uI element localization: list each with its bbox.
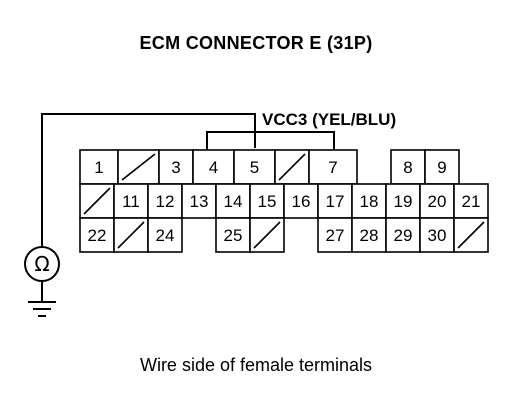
diagram-caption: Wire side of female terminals: [139, 355, 373, 375]
pin-cell-11: [113, 183, 149, 219]
pin-cell-28: [351, 217, 387, 253]
pin-cell-22: [79, 217, 115, 253]
pin-number-12: 12: [156, 192, 175, 211]
pin-number-18: 18: [360, 192, 379, 211]
pin-number-21: 21: [462, 192, 481, 211]
pin-number-17: 17: [326, 192, 345, 211]
pin-cell-7: [308, 149, 358, 185]
pin-number-13: 13: [190, 192, 209, 211]
connector-lock-tab: [206, 131, 335, 150]
pin-number-11: 11: [122, 192, 140, 211]
pin-number-19: 19: [394, 192, 413, 211]
ohm-symbol: Ω: [34, 252, 49, 276]
pin-cell-15: [249, 183, 285, 219]
pin-cell-24: [147, 217, 183, 253]
pin-number-9: 9: [437, 158, 446, 177]
pin-number-4: 4: [209, 158, 218, 177]
pin-number-27: 27: [326, 226, 345, 245]
pin-cell-17: [317, 183, 353, 219]
pin-number-25: 25: [224, 226, 243, 245]
pin-number-15: 15: [258, 192, 277, 211]
pin-cell-16: [283, 183, 319, 219]
pin-number-7: 7: [328, 158, 337, 177]
pin-cell-13: [181, 183, 217, 219]
probe-label: VCC3 (YEL/BLU): [262, 110, 396, 129]
pin-number-20: 20: [428, 192, 447, 211]
pin-cell-12: [147, 183, 183, 219]
pin-number-22: 22: [88, 226, 107, 245]
blank-pin-slash: [83, 187, 111, 215]
blank-pin-slash: [253, 221, 281, 249]
blank-pin-slash: [117, 221, 145, 249]
pin-number-16: 16: [292, 192, 311, 211]
blank-pin-slash: [121, 153, 156, 181]
pin-number-5: 5: [250, 158, 259, 177]
diagram-title: ECM CONNECTOR E (31P): [139, 33, 373, 53]
pin-cell-1: [79, 149, 119, 185]
blank-pin-slash: [457, 221, 485, 249]
pin-cell-19: [385, 183, 421, 219]
pin-number-28: 28: [360, 226, 379, 245]
pin-number-3: 3: [171, 158, 180, 177]
ohmmeter-circle: [24, 246, 60, 282]
pin-number-29: 29: [394, 226, 413, 245]
pin-number-1: 1: [94, 158, 103, 177]
pin-number-14: 14: [224, 192, 243, 211]
blank-pin-slash: [278, 153, 306, 181]
pin-cell-9: [424, 149, 460, 185]
pin-cell-21: [453, 183, 489, 219]
pin-number-8: 8: [403, 158, 412, 177]
pin-number-30: 30: [428, 226, 447, 245]
pin-number-24: 24: [156, 226, 175, 245]
pin-cell-14: [215, 183, 251, 219]
